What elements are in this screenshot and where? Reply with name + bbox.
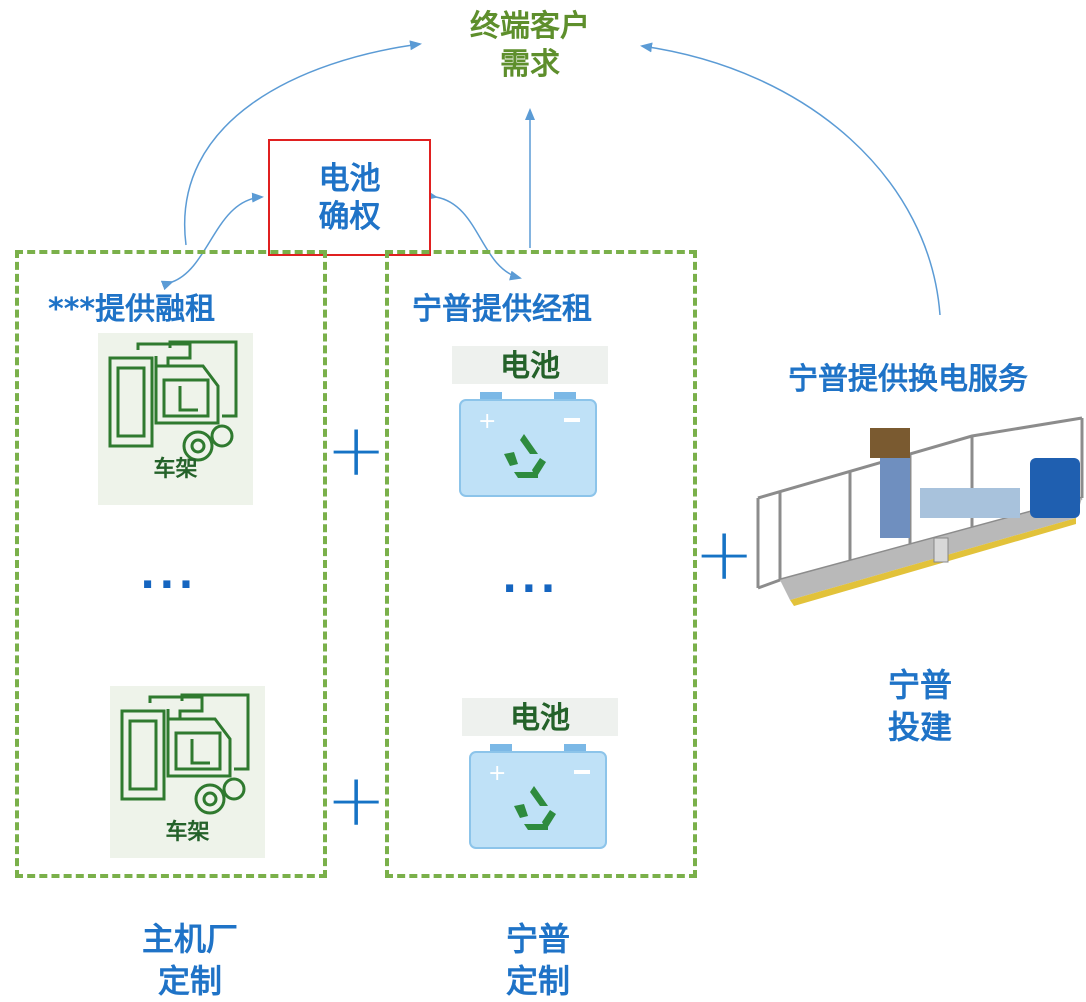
plus-icon: + <box>326 758 387 842</box>
battery-icon-bottom: + <box>469 744 607 849</box>
right-group-title: 宁普提供经租 <box>412 292 592 327</box>
top-title-line1: 终端客户 <box>470 9 590 44</box>
left-ellipsis: ··· <box>140 562 198 608</box>
svg-text:+: + <box>488 761 506 786</box>
left-group-footer: 主机厂 定制 <box>110 918 270 1002</box>
svg-text:+: + <box>478 409 496 434</box>
right-ellipsis: ··· <box>502 566 560 612</box>
swap-service-title: 宁普提供换电服务 <box>788 362 1028 397</box>
left-footer-line1: 主机厂 <box>141 920 238 958</box>
plus-icon: + <box>326 408 387 492</box>
swap-footer-line1: 宁普 <box>887 666 952 704</box>
right-footer-line1: 宁普 <box>505 920 570 958</box>
battery-swap-station-image <box>756 416 1084 606</box>
right-group-footer: 宁普 定制 <box>478 918 598 1002</box>
arrow-left-confirm <box>160 192 264 291</box>
arrow-swap-to-top <box>640 42 941 316</box>
battery-label-top: 电池 <box>452 346 608 384</box>
chassis-icon <box>108 340 238 462</box>
left-group-title: ***提供融租 <box>48 292 216 327</box>
chassis-label: 车架 <box>153 457 198 482</box>
chassis-card-bottom: 车架 <box>110 686 265 858</box>
right-footer-line2: 定制 <box>505 962 570 1000</box>
chassis-icon <box>120 693 250 815</box>
left-group-box <box>15 250 327 878</box>
swap-footer-line2: 投建 <box>887 708 952 746</box>
chassis-label: 车架 <box>165 820 210 845</box>
confirm-line1: 电池 <box>318 161 381 197</box>
arrow-confirm-right <box>425 190 522 281</box>
swap-footer: 宁普 投建 <box>860 664 980 748</box>
left-footer-line2: 定制 <box>157 962 222 1000</box>
chassis-card-top: 车架 <box>98 333 253 505</box>
right-group-box <box>385 250 697 878</box>
confirm-line2: 确权 <box>318 199 381 235</box>
battery-label-bottom: 电池 <box>462 698 618 736</box>
battery-confirmation-text: 电池 确权 <box>268 160 431 236</box>
battery-confirmation-box <box>268 139 431 256</box>
end-customer-demand-title: 终端客户 需求 <box>430 8 630 84</box>
battery-icon-top: + <box>459 392 597 497</box>
plus-icon: + <box>694 512 755 596</box>
top-title-line2: 需求 <box>500 47 560 82</box>
